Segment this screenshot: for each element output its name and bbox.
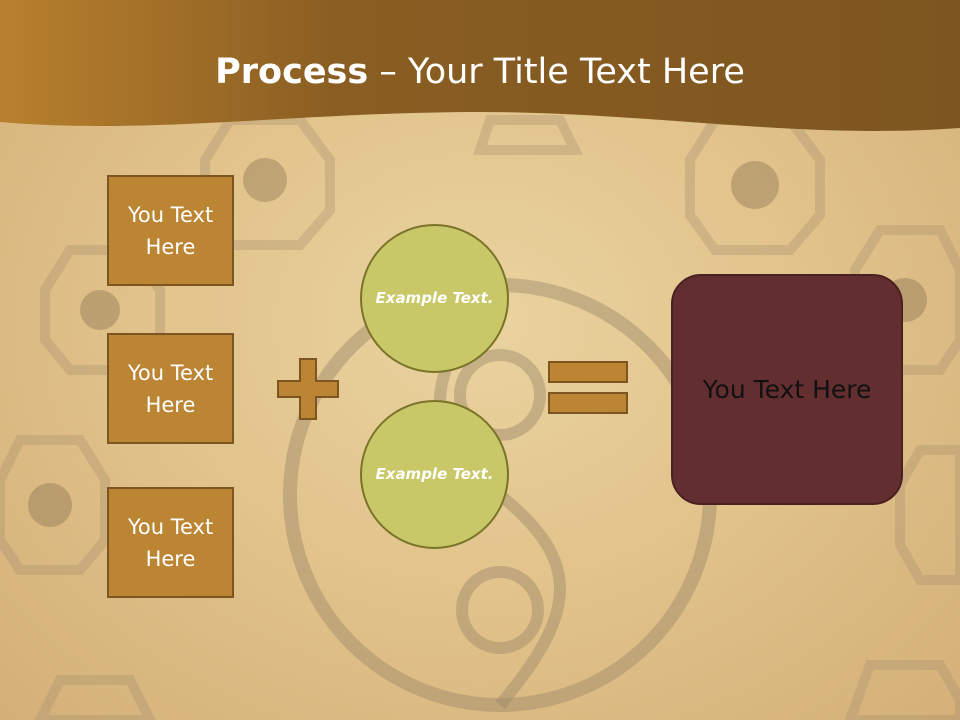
title-bold: Process [215,52,369,92]
title-rest: – Your Title Text Here [368,52,745,92]
example-circle-2: Example Text. [360,400,509,549]
plus-icon [277,358,339,420]
result-box: You Text Here [671,274,903,505]
example-circle-1: Example Text. [360,224,509,373]
equals-icon [548,361,628,414]
slide-title: Process – Your Title Text Here [0,52,960,92]
text-box-2: You Text Here [107,333,234,444]
text-box-3: You Text Here [107,487,234,598]
header-band [0,0,960,131]
text-box-1: You Text Here [107,175,234,286]
